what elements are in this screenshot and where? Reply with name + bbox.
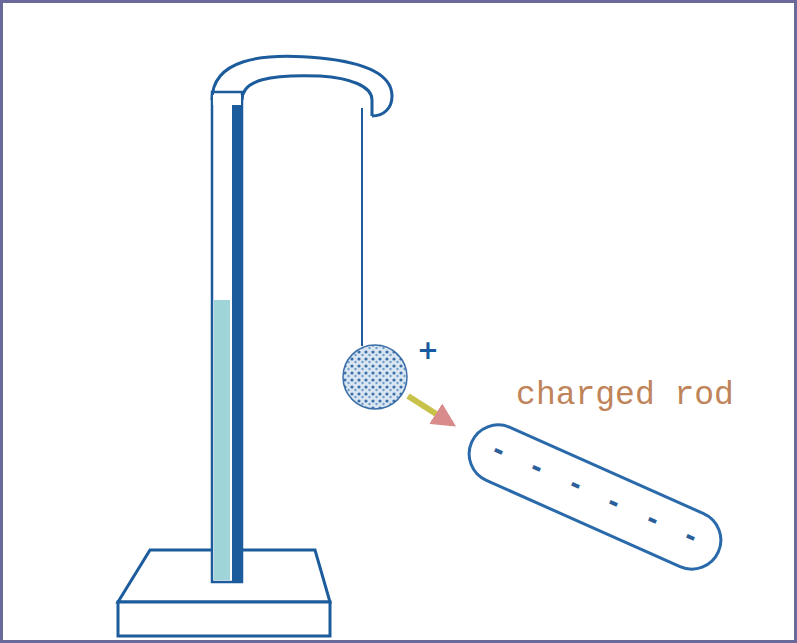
charge-sign: + bbox=[417, 337, 439, 363]
stand-hook bbox=[212, 56, 392, 116]
thread bbox=[361, 108, 363, 346]
part-label: charged rod bbox=[516, 379, 734, 412]
pith-ball bbox=[343, 345, 407, 409]
stand-pole bbox=[212, 92, 242, 582]
attraction-arrow bbox=[408, 396, 452, 424]
charged-rod bbox=[460, 416, 730, 579]
